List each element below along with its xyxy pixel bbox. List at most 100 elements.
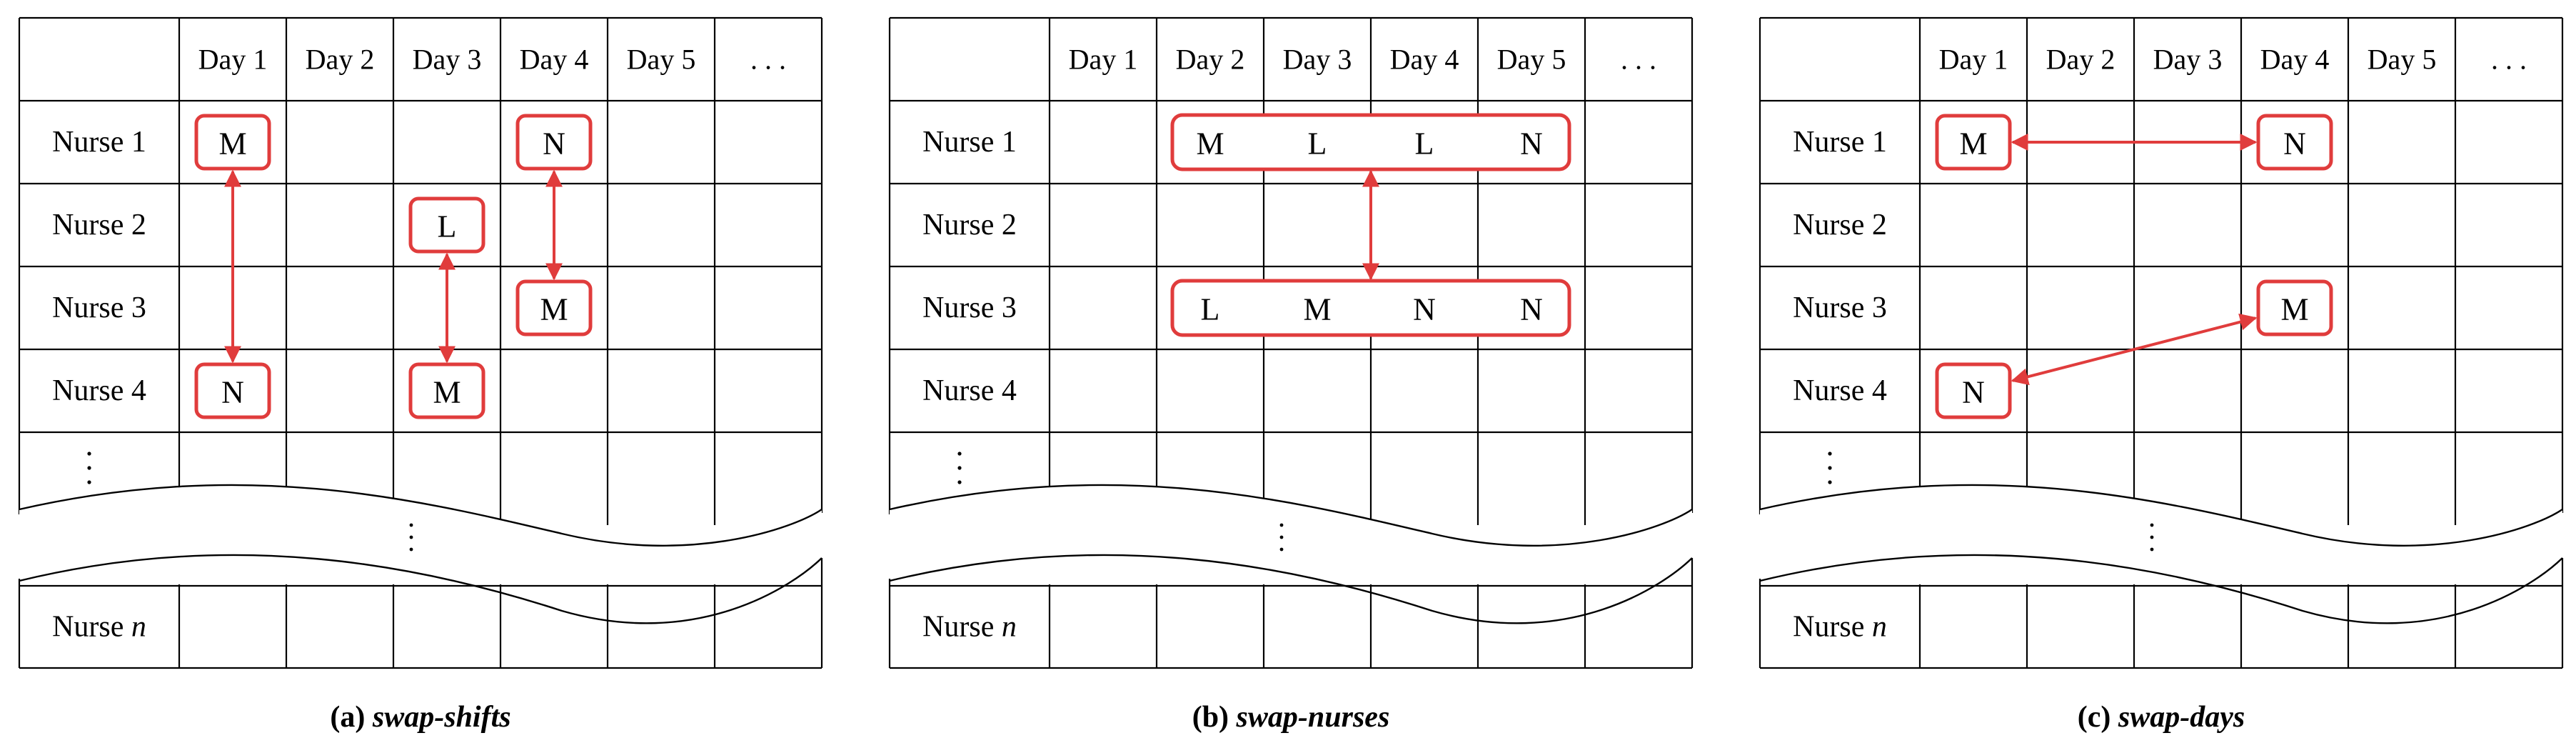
panel-swap-days: Day 1 Day 2 Day 3 Day 4 Day 5 . . . Nurse 1 Nur… [1759, 16, 2564, 734]
shift-cell-L: L [408, 196, 485, 254]
vertical-ellipsis-icon [87, 452, 91, 484]
shift-label: N [1413, 292, 1436, 327]
row-label-nurse-2: Nurse 2 [922, 209, 1017, 241]
column-header: Day 5 [2368, 44, 2437, 76]
column-header: Day 3 [413, 44, 482, 76]
panel-caption: (a) swap-shifts [330, 701, 510, 734]
wave-line-upper [1759, 484, 2563, 547]
row-label-nurse-4: Nurse 4 [922, 374, 1017, 407]
highlight-box [515, 114, 593, 171]
highlight-box [1170, 279, 1571, 337]
shift-cell-M: M [1935, 114, 2012, 171]
schedule-grid [18, 16, 823, 525]
row-label-nurse-3: Nurse 3 [1793, 291, 1887, 324]
column-header: Day 2 [306, 44, 375, 76]
wave-line-upper [19, 484, 822, 547]
column-header: . . . [750, 44, 786, 76]
shift-cell-N: N [194, 362, 271, 419]
shift-label: L [1308, 126, 1327, 161]
vertical-ellipsis-icon [1279, 523, 1284, 552]
row-label-nurse-4: Nurse 4 [52, 374, 146, 407]
highlight-box [408, 196, 485, 254]
wave-line-upper [889, 484, 1693, 547]
row-label-nurse-1: Nurse 1 [922, 126, 1017, 159]
panel-caption: (c) swap-days [2078, 701, 2245, 734]
wave-break [890, 484, 1692, 624]
schedule-grid-lower [1759, 558, 2564, 669]
shift-label: L [1415, 126, 1434, 161]
schedule-grid [1759, 16, 2564, 525]
wave-line-lower [19, 554, 822, 624]
shift-label: M [1959, 126, 1987, 161]
shift-cell-M: M [515, 279, 593, 336]
shift-cell-M: M [194, 114, 271, 171]
row-label-nurse-2: Nurse 2 [52, 209, 146, 241]
column-header: Day 1 [198, 44, 268, 76]
highlight-box [1170, 113, 1571, 171]
highlight-box [1935, 114, 2012, 171]
shift-label: M [218, 126, 246, 161]
column-header: Day 4 [520, 44, 589, 76]
highlight-box [194, 362, 271, 419]
vertical-ellipsis-icon [957, 452, 962, 484]
vertical-ellipsis-icon [409, 523, 413, 552]
shift-label: L [438, 209, 457, 244]
shift-label: N [221, 375, 244, 410]
column-header: . . . [2491, 44, 2527, 76]
wave-break [1760, 484, 2562, 624]
shift-label: M [1303, 292, 1331, 327]
panel-caption: (b) swap-nurses [1192, 701, 1390, 734]
shift-label: M [1196, 126, 1224, 161]
column-header: Day 4 [1390, 44, 1459, 76]
shift-label: N [1520, 292, 1543, 327]
swap-arrow [2011, 313, 2258, 386]
shift-cell-M: M [408, 362, 485, 419]
shift-cell-N: N [2256, 114, 2333, 171]
row-label-nurse-n: Nurse n [52, 611, 146, 644]
shift-label: N [543, 126, 565, 161]
shift-label: M [433, 375, 461, 410]
row-label-nurse-1: Nurse 1 [52, 126, 146, 159]
row-label-nurse-n: Nurse n [922, 611, 1017, 644]
column-header: Day 2 [1176, 44, 1245, 76]
shift-label: N [1520, 126, 1543, 161]
shift-label: L [1201, 292, 1220, 327]
highlight-box [515, 279, 593, 336]
shift-label: N [2283, 126, 2306, 161]
row-label-nurse-n: Nurse n [1793, 611, 1887, 644]
shift-cell-M: M [2256, 279, 2333, 336]
highlight-box [2256, 279, 2333, 336]
shift-label: M [2280, 292, 2308, 327]
column-header: . . . [1621, 44, 1656, 76]
wave-line-lower [1759, 554, 2563, 624]
row-label-nurse-3: Nurse 3 [922, 291, 1017, 324]
column-header: Day 1 [1069, 44, 1138, 76]
row-label-nurse-4: Nurse 4 [1793, 374, 1887, 407]
column-header: Day 4 [2260, 44, 2330, 76]
row-label-nurse-1: Nurse 1 [1793, 126, 1887, 159]
vertical-ellipsis-icon [1828, 452, 1832, 484]
column-header: Day 1 [1939, 44, 2008, 76]
column-header: Day 3 [2153, 44, 2223, 76]
schedule-grid-lower [18, 558, 823, 669]
panel-swap-shifts: Day 1 Day 2 Day 3 Day 4 Day 5 . . . Nurse 1 Nur… [18, 16, 823, 734]
highlight-box [2256, 114, 2333, 171]
schedule-grid [888, 16, 1694, 525]
highlight-box [1935, 362, 2012, 419]
row-label-nurse-2: Nurse 2 [1793, 209, 1887, 241]
shift-cell-N: N [515, 114, 593, 171]
wave-line-lower [889, 554, 1693, 624]
shift-label: N [1962, 375, 1985, 410]
highlight-box [408, 362, 485, 419]
column-header: Day 5 [1497, 44, 1566, 76]
schedule-grid-lower [888, 558, 1694, 669]
shift-label: M [540, 292, 568, 327]
column-header: Day 5 [627, 44, 696, 76]
shift-cell-N: N [1935, 362, 2012, 419]
column-header: Day 2 [2046, 44, 2115, 76]
row-label-nurse-3: Nurse 3 [52, 291, 146, 324]
wave-break [19, 484, 822, 624]
